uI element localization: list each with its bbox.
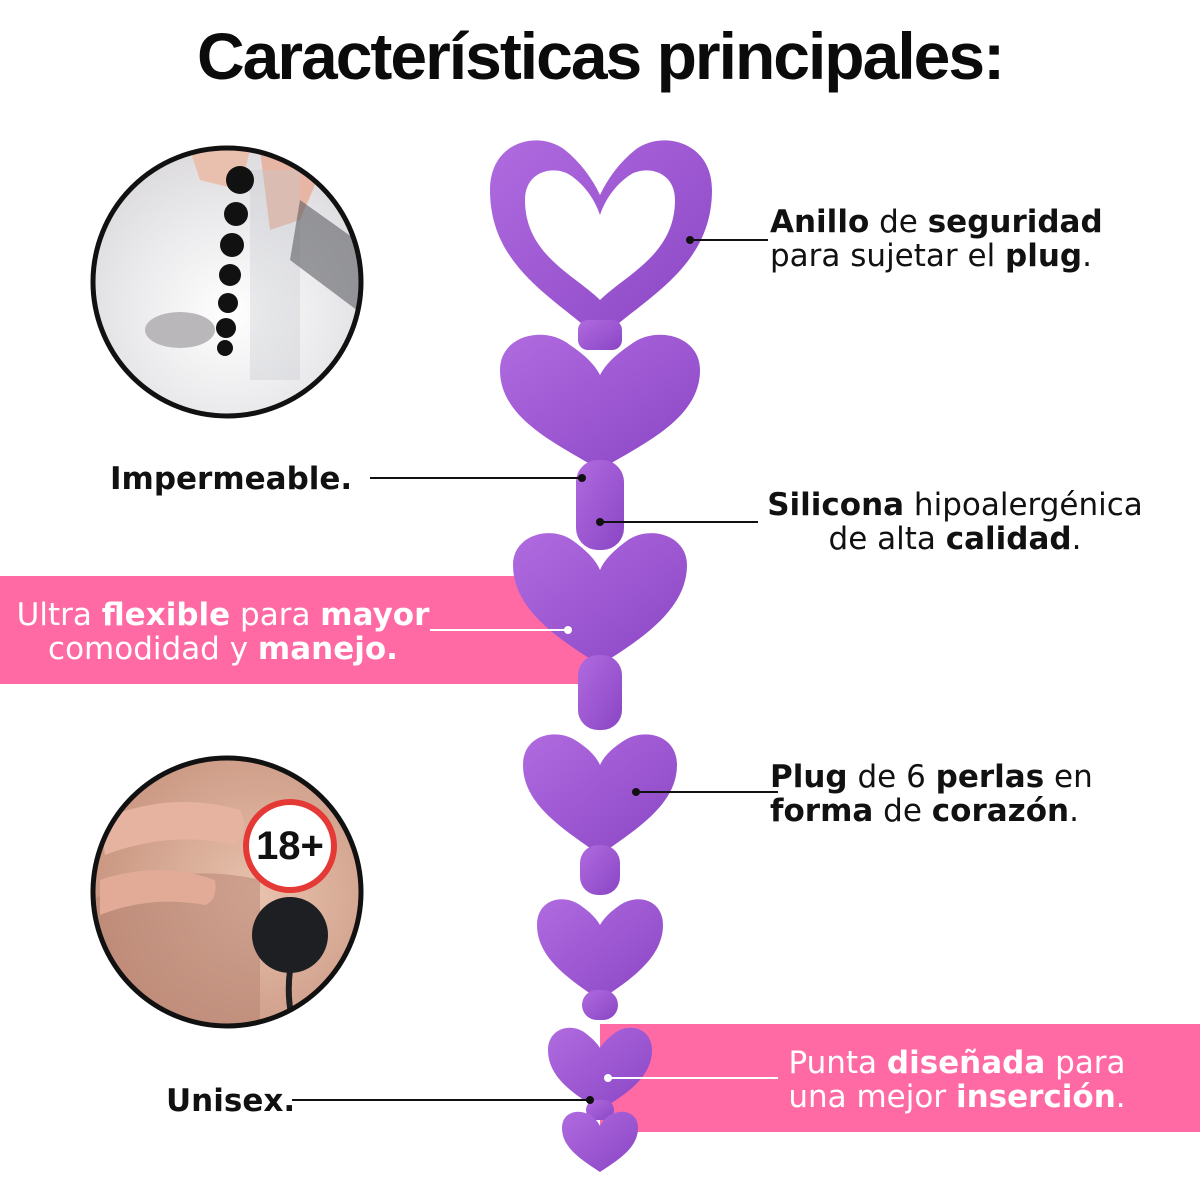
hand-photo-icon [90, 755, 364, 1029]
callout-ring: Anillo de seguridad para sujetar el plug… [770, 204, 1103, 274]
callout-punta: Punta diseñada para una mejor inserción. [788, 1045, 1126, 1115]
washing-photo-icon [90, 145, 364, 419]
badge-18-label: 18+ [256, 824, 324, 868]
product-beads-illustration [490, 140, 712, 1172]
leader-lines [292, 236, 778, 1104]
page-title: Características principales: [196, 19, 1005, 93]
age-badge [243, 799, 337, 893]
callout-unisex: Unisex. [166, 1083, 296, 1119]
callout-plug: Plug de 6 perlas en forma de corazón. [770, 759, 1093, 829]
callout-flexible: Ultra flexible para mayor comodidad y ma… [16, 597, 430, 667]
callout-silicona: Silicona hipoalergénica de alta calidad. [767, 487, 1143, 557]
callout-impermeable: Impermeable. [110, 461, 353, 497]
